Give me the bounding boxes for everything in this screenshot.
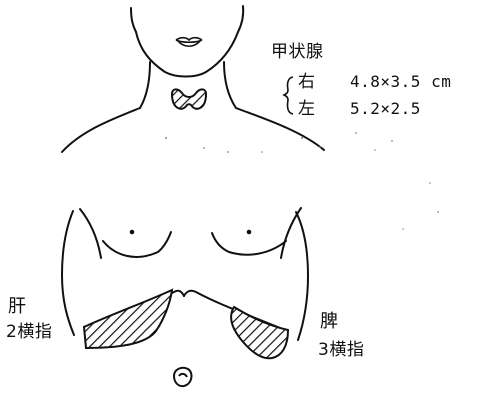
navel xyxy=(174,368,191,386)
spleen-title: 脾 xyxy=(320,312,339,332)
mouth xyxy=(176,38,202,47)
liver-value: 2横指 xyxy=(6,322,52,342)
thyroid-shape xyxy=(172,89,206,108)
thyroid-left-value: 5.2×2.5 xyxy=(350,99,421,119)
thyroid-right-label: 右 xyxy=(298,72,316,92)
chest-lines xyxy=(103,232,286,257)
thyroid-title: 甲状腺 xyxy=(271,42,324,62)
scan-speckles xyxy=(165,132,439,230)
liver-region xyxy=(84,290,172,348)
spleen-value: 3横指 xyxy=(318,340,364,360)
spleen-region xyxy=(231,307,288,358)
thyroid-left-label: 左 xyxy=(298,99,316,119)
liver-title: 肝 xyxy=(8,297,27,317)
thyroid-right-value: 4.8×3.5 cm xyxy=(350,72,451,92)
nipples xyxy=(130,230,252,235)
thyroid-bracket xyxy=(284,77,293,114)
head-neck-outline xyxy=(62,6,324,152)
